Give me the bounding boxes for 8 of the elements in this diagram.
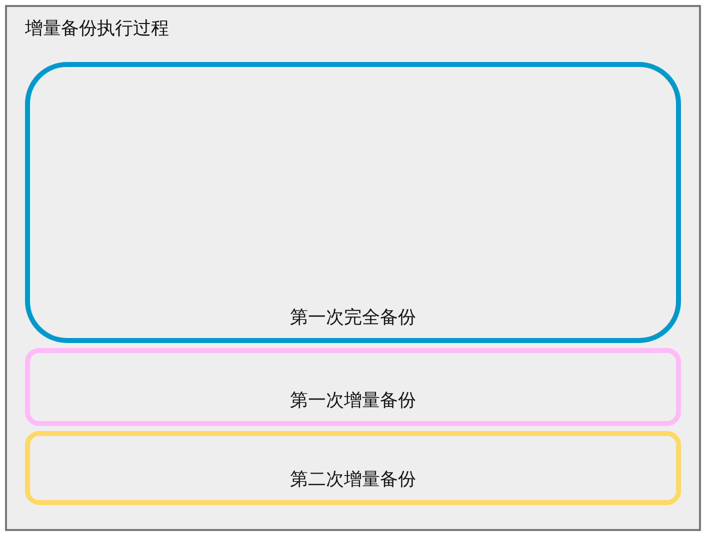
box-label: 第一次增量备份 <box>290 390 416 412</box>
box-label: 第一次完全备份 <box>290 307 416 329</box>
rounded-box <box>25 62 681 343</box>
rounded-box <box>25 348 681 426</box>
diagram-panel <box>5 5 701 531</box>
rounded-box <box>25 431 681 505</box>
panel-title: 增量备份执行过程 <box>25 18 169 40</box>
box-label: 第二次增量备份 <box>290 469 416 491</box>
